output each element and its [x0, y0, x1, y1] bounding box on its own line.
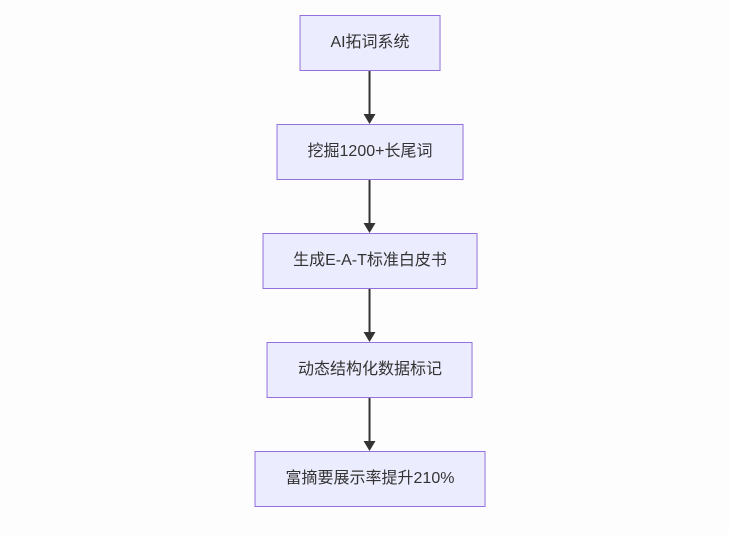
arrow-down-icon — [364, 223, 376, 233]
flow-node-structured-data-markup: 动态结构化数据标记 — [266, 342, 473, 398]
arrow-down-icon — [364, 114, 376, 124]
flow-node-label: 富摘要展示率提升210% — [285, 470, 455, 487]
arrow-line — [369, 289, 371, 332]
flow-node-label: AI拓词系统 — [330, 34, 410, 51]
arrow-line — [369, 180, 371, 223]
flow-node-rich-snippet-result: 富摘要展示率提升210% — [254, 451, 486, 507]
arrow-down-icon — [364, 441, 376, 451]
flow-node-label: 生成E-A-T标准白皮书 — [293, 252, 447, 269]
flow-arrow — [364, 71, 376, 124]
flow-arrow — [364, 289, 376, 342]
flow-node-label: 动态结构化数据标记 — [297, 361, 442, 378]
flow-node-longtail-mining: 挖掘1200+长尾词 — [276, 124, 464, 180]
flow-node-eat-whitepaper: 生成E-A-T标准白皮书 — [262, 233, 478, 289]
arrow-down-icon — [364, 332, 376, 342]
flow-node-label: 挖掘1200+长尾词 — [307, 143, 433, 160]
arrow-line — [369, 398, 371, 441]
flowchart-column: AI拓词系统 挖掘1200+长尾词 生成E-A-T标准白皮书 动态结构化数据标记 — [254, 15, 486, 507]
flow-arrow — [364, 180, 376, 233]
flow-arrow — [364, 398, 376, 451]
arrow-line — [369, 71, 371, 114]
flow-node-ai-word-expansion: AI拓词系统 — [299, 15, 441, 71]
